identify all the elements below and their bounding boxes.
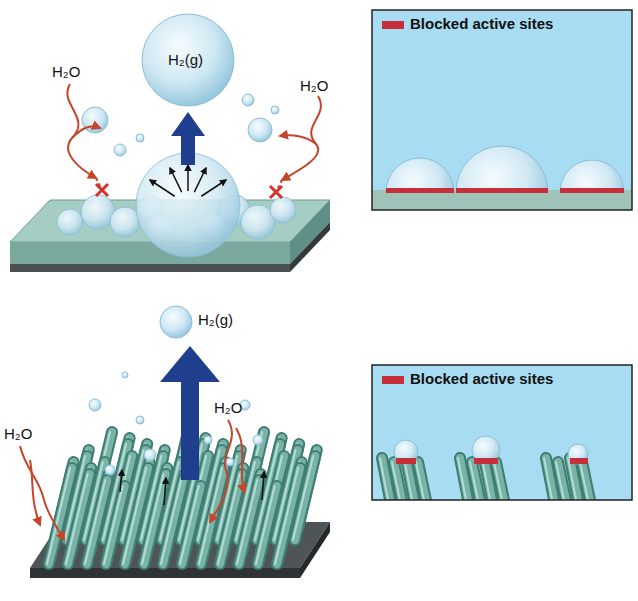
nanorod-highlight [180, 486, 199, 564]
nanorod-scene [20, 306, 330, 578]
water-path-arrow [280, 135, 316, 144]
water-path-arrow [236, 428, 244, 492]
gas-bubble [114, 144, 126, 156]
growth-arrow [170, 168, 182, 192]
growth-arrow [150, 180, 175, 196]
legend-entry: Blocked active sites [382, 16, 553, 33]
blocked-site [570, 458, 588, 464]
substrate [10, 264, 290, 272]
water-path-arrow [210, 420, 232, 522]
water-path-arrow [282, 96, 321, 180]
gas-bubble [105, 465, 115, 475]
growth-arrow [201, 180, 226, 196]
gas-bubble [82, 107, 108, 133]
gas-bubble [560, 160, 624, 190]
water-path-arrow [30, 460, 40, 525]
gas-bubble [160, 306, 192, 338]
nanorod-highlight [256, 486, 275, 564]
gas-bubble [394, 440, 418, 464]
gas-bubble [136, 134, 144, 142]
gas-bubble [204, 436, 212, 444]
legend-swatch [382, 376, 404, 384]
panel-frame [372, 10, 632, 210]
gas-bubble [142, 14, 234, 106]
nanorod-highlight [470, 462, 480, 500]
water-path-arrow [20, 446, 64, 540]
gas-bubble [136, 153, 240, 257]
gas-bubble [226, 458, 234, 466]
blocked-cross [270, 186, 282, 198]
blocked-site [560, 188, 624, 193]
legend-entry: Blocked active sites [382, 371, 553, 388]
rise-arrow [164, 478, 166, 505]
nanorod-highlight [556, 462, 566, 500]
nanorod-highlight [392, 462, 402, 500]
formula-label: H₂O [4, 426, 32, 443]
nanorod-highlight [237, 480, 257, 564]
nanorod-highlight [85, 480, 105, 564]
nanorod-highlight [161, 480, 181, 564]
legend-text: Blocked active sites [410, 16, 553, 33]
release-arrow [160, 346, 220, 480]
flat-closeup-panel [372, 10, 632, 238]
substrate-side [300, 522, 330, 578]
panel-frame [372, 365, 632, 500]
growth-arrow [194, 168, 206, 192]
release-arrow [171, 112, 205, 165]
gas-bubble [110, 207, 140, 237]
gas-bubble [270, 197, 296, 223]
electrode-front [10, 242, 290, 264]
gas-bubble [136, 416, 144, 424]
nanorod-closeup-panel [372, 365, 632, 510]
formula-label: H₂O [214, 400, 242, 417]
gas-bubble [242, 94, 254, 106]
substrate [290, 222, 330, 272]
gas-bubble [144, 449, 156, 461]
rise-arrow [262, 472, 264, 500]
nanorod [277, 468, 300, 564]
formula-label: H₂O [300, 78, 328, 95]
gas-bubble [472, 436, 500, 464]
blocked-site [474, 458, 498, 464]
gas-bubble [271, 106, 279, 114]
gas-bubble [253, 435, 263, 445]
gas-bubble [122, 372, 128, 378]
flat-electrode-scene [10, 14, 330, 272]
water-path-arrow [72, 126, 100, 138]
nanorod-highlight [104, 486, 123, 564]
formula-label: H₂(g) [198, 312, 233, 329]
gas-bubble [386, 158, 454, 190]
blocked-site [456, 188, 548, 193]
gas-bubble [57, 209, 83, 235]
gas-bubble [456, 146, 548, 190]
formula-label: H₂(g) [168, 52, 203, 69]
legend-swatch [382, 21, 404, 29]
nanorod-highlight [275, 468, 298, 564]
blocked-cross [96, 184, 108, 196]
nanorod [277, 468, 300, 564]
gas-bubble [568, 444, 588, 464]
formula-label: H₂O [52, 64, 80, 81]
gas-bubble [248, 118, 272, 142]
legend-text: Blocked active sites [410, 371, 553, 388]
nanorod-highlight [494, 462, 504, 500]
growth-arrow [187, 165, 189, 191]
nanorod-highlight [580, 462, 590, 500]
rise-arrow [120, 470, 122, 492]
nanorod-highlight [416, 462, 426, 500]
blocked-site [396, 458, 416, 464]
blocked-site [386, 188, 454, 193]
gas-bubble [89, 399, 101, 411]
